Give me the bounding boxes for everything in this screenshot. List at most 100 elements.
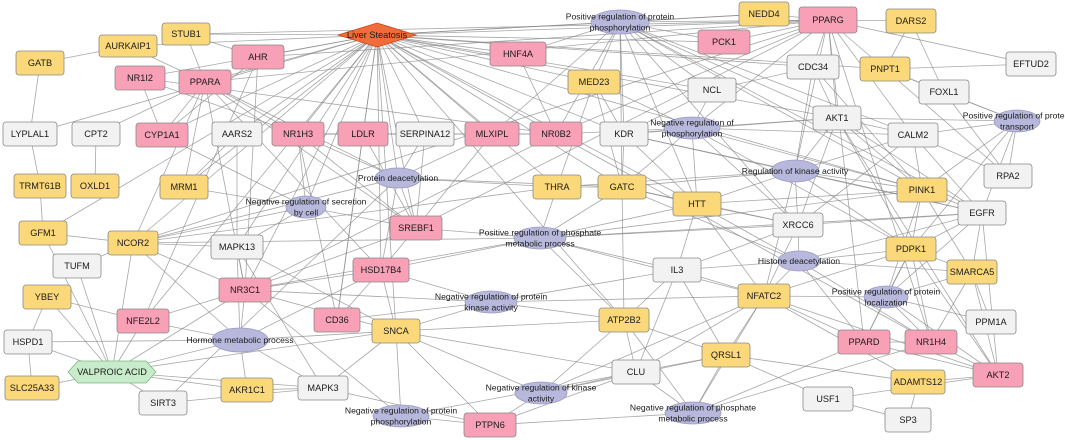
node-p-reg-kinase[interactable]: Regulation of kinase activity [742,159,849,183]
node-qrsl1[interactable]: QRSL1 [701,342,751,368]
node-slc25a33[interactable]: SLC25A33 [4,375,60,401]
node-serpina12[interactable]: SERPINA12 [395,121,455,147]
node-ahr[interactable]: AHR [231,44,285,70]
node-srebf1[interactable]: SREBF1 [389,215,443,241]
node-nfatc2[interactable]: NFATC2 [737,283,791,309]
node-pnpt1[interactable]: PNPT1 [859,56,911,82]
node-shape [772,212,824,238]
node-tufm[interactable]: TUFM [52,253,102,279]
edge-p-neg-prot-kin-nfatc2 [490,295,765,303]
node-hspd1[interactable]: HSPD1 [3,329,53,355]
node-p-pos-phosphate[interactable]: Positive regulation of phosphatemetaboli… [479,226,602,250]
node-label: SMARCA5 [950,267,994,277]
node-mapk13[interactable]: MAPK13 [210,234,264,260]
node-nr1h4[interactable]: NR1H4 [904,329,958,355]
node-cpt2[interactable]: CPT2 [71,121,121,147]
node-valproic[interactable]: VALPROIC ACID [67,360,157,384]
node-snca[interactable]: SNCA [371,318,421,344]
node-pdpk1[interactable]: PDPK1 [885,236,937,262]
node-atp2b2[interactable]: ATP2B2 [598,307,650,333]
node-thra[interactable]: THRA [532,174,582,200]
node-p-neg-prot-phos[interactable]: Negative regulation of proteinphosphoryl… [345,404,457,428]
node-shape [389,215,443,241]
node-ppara[interactable]: PPARA [178,69,232,95]
node-kdr[interactable]: KDR [599,121,649,147]
node-stub1[interactable]: STUB1 [161,22,211,46]
node-htt[interactable]: HTT [672,191,722,217]
node-pck1[interactable]: PCK1 [697,29,751,55]
node-p-neg-phosphate[interactable]: Negative regulation of phosphatemetaboli… [630,401,756,425]
node-nr1h3[interactable]: NR1H3 [271,121,325,147]
node-lyplal1[interactable]: LYPLAL1 [2,121,58,147]
node-aurkaip1[interactable]: AURKAIP1 [98,34,158,58]
node-cyp1a1[interactable]: CYP1A1 [135,122,189,148]
edge-il3-qrsl1 [676,269,727,356]
node-ncl[interactable]: NCL [687,77,737,103]
node-sp3[interactable]: SP3 [884,407,932,433]
node-gatb[interactable]: GATB [15,50,65,76]
node-gatc[interactable]: GATC [597,174,647,200]
node-ptpn6[interactable]: PTPN6 [463,412,517,438]
node-usf1[interactable]: USF1 [802,386,854,412]
node-clu[interactable]: CLU [611,359,661,385]
node-label: NFATC2 [747,291,782,301]
node-mlxipl[interactable]: MLXIPL [464,121,520,147]
node-adamts12[interactable]: ADAMTS12 [890,369,946,395]
node-p-pos-prot-loc[interactable]: Positive regulation of proteinlocalizati… [832,285,941,309]
node-ppard[interactable]: PPARD [837,329,891,355]
node-hnf4a[interactable]: HNF4A [489,41,547,67]
node-p-prot-deacet[interactable]: Protein deacetylation [358,167,438,189]
node-label: CLU [627,367,645,377]
node-smarca5[interactable]: SMARCA5 [946,259,998,285]
node-p-pos-prot-phos[interactable]: Positive regulation of proteinphosphoryl… [566,9,675,35]
node-trmt61b[interactable]: TRMT61B [13,173,67,199]
node-label: HTT [688,199,706,209]
node-rpa2[interactable]: RPA2 [983,163,1033,189]
node-xrcc6[interactable]: XRCC6 [772,212,824,238]
node-nedd4[interactable]: NEDD4 [738,1,790,27]
node-ybey[interactable]: YBEY [22,284,72,310]
edge-p-neg-phos-pink1 [691,127,923,191]
node-shape [599,121,649,147]
node-foxl1[interactable]: FOXL1 [918,79,970,105]
node-akt2[interactable]: AKT2 [972,362,1024,388]
node-akt1[interactable]: AKT1 [812,105,862,131]
node-nr1i2[interactable]: NR1I2 [114,65,166,91]
node-gfm1[interactable]: GFM1 [18,220,68,246]
node-egfr[interactable]: EGFR [957,200,1007,226]
node-p-hormone[interactable]: Hormone metabolic process [187,327,294,353]
node-akr1c1[interactable]: AKR1C1 [220,377,274,403]
node-cdc34[interactable]: CDC34 [786,54,840,80]
node-nr3c1[interactable]: NR3C1 [218,277,272,303]
node-label: activity [528,394,555,404]
node-pparg[interactable]: PPARG [798,6,858,34]
node-ppm1a[interactable]: PPM1A [965,309,1017,335]
node-nfe2l2[interactable]: NFE2L2 [116,308,170,334]
node-cd36[interactable]: CD36 [313,307,361,333]
node-pink1[interactable]: PINK1 [896,177,948,203]
node-calm2[interactable]: CALM2 [887,122,939,148]
node-liver[interactable]: Liver Steatosis [336,22,418,48]
node-ncor2[interactable]: NCOR2 [107,230,159,256]
node-hsd17b4[interactable]: HSD17B4 [352,257,410,283]
node-dars2[interactable]: DARS2 [885,8,937,34]
node-med23[interactable]: MED23 [567,69,621,95]
node-mrm1[interactable]: MRM1 [159,174,209,200]
node-eftud2[interactable]: EFTUD2 [1005,51,1057,77]
node-sirt3[interactable]: SIRT3 [138,390,188,416]
node-aars2[interactable]: AARS2 [211,121,263,147]
node-nr0b2[interactable]: NR0B2 [529,121,583,147]
node-ldlr[interactable]: LDLR [337,121,389,147]
edge-nr0b2-nr3c1 [244,133,557,291]
node-p-hist-deacet[interactable]: Histone deacetylation [758,250,840,272]
node-oxld1[interactable]: OXLD1 [70,173,120,199]
node-mapk3[interactable]: MAPK3 [297,375,349,401]
node-label: CYP1A1 [144,130,179,140]
node-il3[interactable]: IL3 [652,257,702,283]
